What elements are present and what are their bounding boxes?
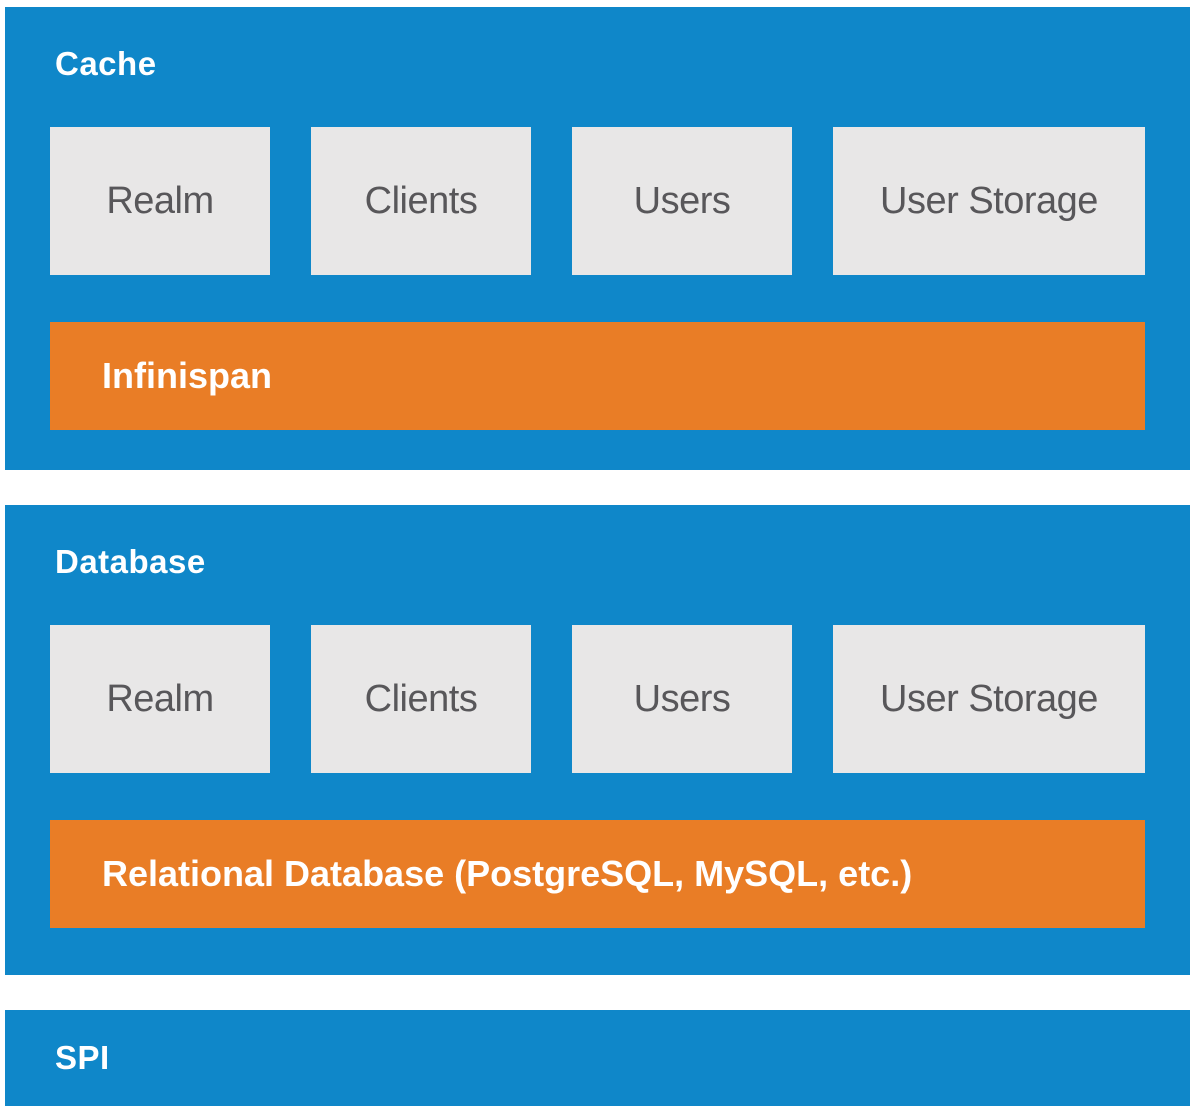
- database-box-user-storage: User Storage: [833, 625, 1145, 773]
- cache-layer-panel: Cache Realm Clients Users User Storage I…: [5, 7, 1190, 470]
- database-box-clients: Clients: [311, 625, 531, 773]
- database-box-users: Users: [572, 625, 792, 773]
- database-box-row: Realm Clients Users User Storage: [50, 625, 1145, 773]
- cache-layer-title: Cache: [55, 45, 157, 82]
- database-layer-title: Database: [55, 543, 206, 580]
- cache-box-user-storage: User Storage: [833, 127, 1145, 275]
- spi-layer-panel: SPI: [5, 1010, 1190, 1106]
- database-layer-panel: Database Realm Clients Users User Storag…: [5, 505, 1190, 975]
- cache-box-clients: Clients: [311, 127, 531, 275]
- spi-layer-title: SPI: [55, 1039, 110, 1076]
- database-box-realm: Realm: [50, 625, 270, 773]
- database-relational-db-bar: Relational Database (PostgreSQL, MySQL, …: [50, 820, 1145, 928]
- cache-box-row: Realm Clients Users User Storage: [50, 127, 1145, 275]
- cache-box-realm: Realm: [50, 127, 270, 275]
- cache-box-users: Users: [572, 127, 792, 275]
- cache-infinispan-bar: Infinispan: [50, 322, 1145, 430]
